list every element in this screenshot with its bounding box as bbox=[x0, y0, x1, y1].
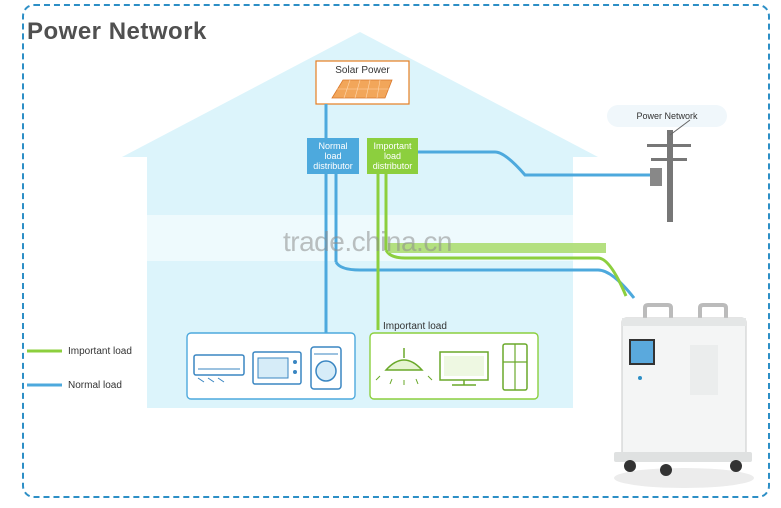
grid-label: Power Network bbox=[636, 111, 698, 121]
microwave-icon bbox=[252, 351, 302, 385]
television-icon bbox=[439, 351, 489, 386]
important-group-label: Important load bbox=[383, 321, 447, 332]
diagram-frame bbox=[22, 4, 770, 498]
watermark: trade.china.cn bbox=[283, 226, 452, 257]
ceiling-lamp-icon bbox=[375, 348, 433, 385]
normal-distributor-line-3: distributor bbox=[313, 161, 353, 171]
washing-machine-icon bbox=[310, 346, 342, 390]
important-load-bar bbox=[388, 243, 606, 253]
utility-pole-icon bbox=[647, 119, 691, 222]
important-distributor-line-1: Important bbox=[373, 141, 412, 151]
important-distributor-line-2: load bbox=[383, 151, 401, 161]
air-conditioner-icon bbox=[193, 354, 245, 383]
refrigerator-icon bbox=[502, 343, 528, 391]
solar-panel-icon bbox=[331, 79, 393, 99]
important-distributor-line-3: distributor bbox=[372, 161, 413, 171]
power-station-icon bbox=[614, 303, 754, 488]
normal-distributor-label: Normal load distributor bbox=[307, 141, 359, 171]
normal-distributor-line-1: Normal bbox=[318, 141, 348, 151]
legend-important-label: Important load bbox=[68, 346, 132, 357]
important-load-distributor bbox=[367, 138, 418, 174]
important-distributor-label: Important load distributor bbox=[367, 141, 418, 171]
solar-power-box bbox=[315, 60, 410, 105]
solar-power-label: Solar Power bbox=[335, 65, 390, 76]
important-load-lines bbox=[376, 174, 628, 330]
grid-label-cloud bbox=[607, 105, 727, 127]
page-title: Power Network bbox=[27, 18, 207, 45]
legend-normal-label: Normal load bbox=[68, 380, 122, 391]
normal-load-distributor bbox=[307, 138, 359, 174]
normal-distributor-line-2: load bbox=[324, 151, 342, 161]
